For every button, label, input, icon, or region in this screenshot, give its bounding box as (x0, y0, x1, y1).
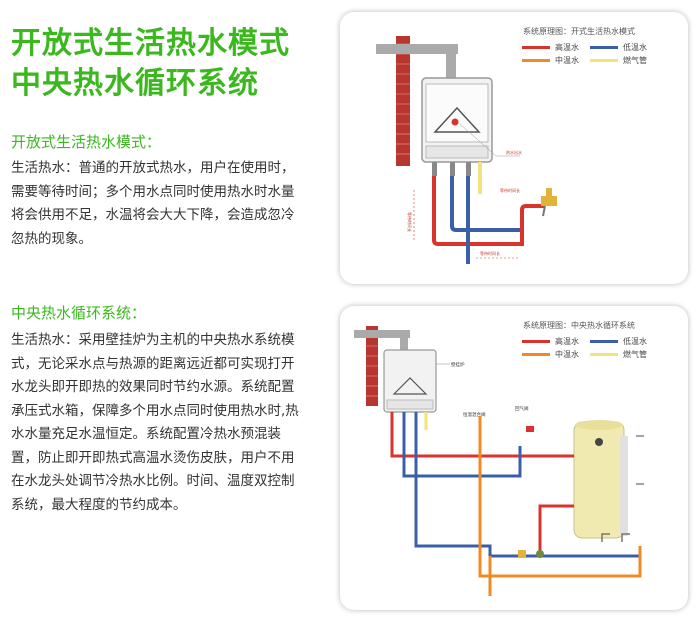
legend2-label-gas: 燃气管 (623, 349, 647, 359)
hot-supply-pipe (390, 412, 574, 458)
legend2-label-high: 高温水 (555, 336, 579, 346)
boiler-label: 壁挂炉 (451, 361, 465, 368)
flue-pipe-icon (376, 44, 458, 54)
faucet-icon (541, 188, 557, 217)
diagram-open-hot-water-svg: 系统原理图：开式生活热水模式 高温水 低温水 中温水 燃气管 (376, 26, 647, 264)
legend2-swatch-low (590, 340, 618, 343)
legend-label-gas: 燃气管 (623, 55, 647, 65)
wait-time-label: 等待时间长 (407, 212, 413, 232)
faucet-icon-2 (601, 533, 610, 542)
legend-swatch-mid (522, 59, 550, 62)
legend2-label-mid: 中温水 (555, 349, 579, 359)
return-pipe (402, 412, 522, 478)
legend-label-low: 低温水 (623, 42, 647, 52)
legend2-swatch-gas (590, 353, 618, 356)
page-title-line-2: 中央热水循环系统 (11, 66, 259, 101)
mixer-label: 恒温混合阀 (463, 411, 486, 418)
outlet-label: 热水出水 (506, 149, 522, 155)
legend2-label-low: 低温水 (623, 336, 647, 346)
diagram-open-hot-water: 系统原理图：开式生活热水模式 高温水 低温水 中温水 燃气管 (340, 12, 688, 284)
wait-time-label-3: 等待时间长 (500, 187, 520, 193)
diagram-central-hot-water-svg: 系统原理图：中央热水循环系统 高温水 低温水 中温水 燃气管 壁挂炉 (354, 320, 647, 596)
section-paragraph-central-system: 生活热水：采用壁挂炉为主机的中央热水系统模式，无论采水点与热源的距离远近都可实现… (11, 332, 299, 513)
section-heading-open-mode: 开放式生活热水模式： (11, 133, 162, 151)
wait-time-label-2: 等待时间长 (480, 250, 500, 256)
legend-swatch-gas (590, 59, 618, 62)
flue-pipe-icon-2 (354, 330, 410, 338)
legend2-swatch-mid (522, 353, 550, 356)
diagram2-caption: 系统原理图：中央热水循环系统 (523, 320, 635, 330)
page-title-line-1: 开放式生活热水模式 (11, 26, 290, 61)
legend-swatch-low (590, 46, 618, 49)
brick-wall-icon (396, 36, 410, 166)
section-paragraph-open-mode: 生活热水：普通的开放式热水，用户在使用时，需要等待时间；多个用水点同时使用热水时… (11, 160, 295, 247)
section-heading-central-system: 中央热水循环系统： (11, 304, 147, 322)
cold-water-pipe (450, 176, 520, 232)
valve-icon (526, 426, 534, 432)
flue-pipe-vertical (446, 44, 456, 80)
water-tank-icon (573, 420, 628, 539)
pump-icon (536, 550, 544, 558)
diagram-caption: 系统原理图：开式生活热水模式 (523, 26, 635, 36)
legend-swatch-high (522, 46, 550, 49)
boiler-icon (421, 77, 493, 163)
diagram-central-hot-water: 系统原理图：中央热水循环系统 高温水 低温水 中温水 燃气管 壁挂炉 (340, 306, 688, 610)
legend2-swatch-high (522, 340, 550, 343)
legend-label-mid: 中温水 (555, 55, 579, 65)
legend-label-high: 高温水 (555, 42, 579, 52)
hot-water-pipe (432, 176, 545, 246)
boiler-icon-2 (383, 349, 437, 413)
mixed-water-pipe (478, 416, 642, 578)
pump-label: 回气阀 (515, 405, 529, 412)
